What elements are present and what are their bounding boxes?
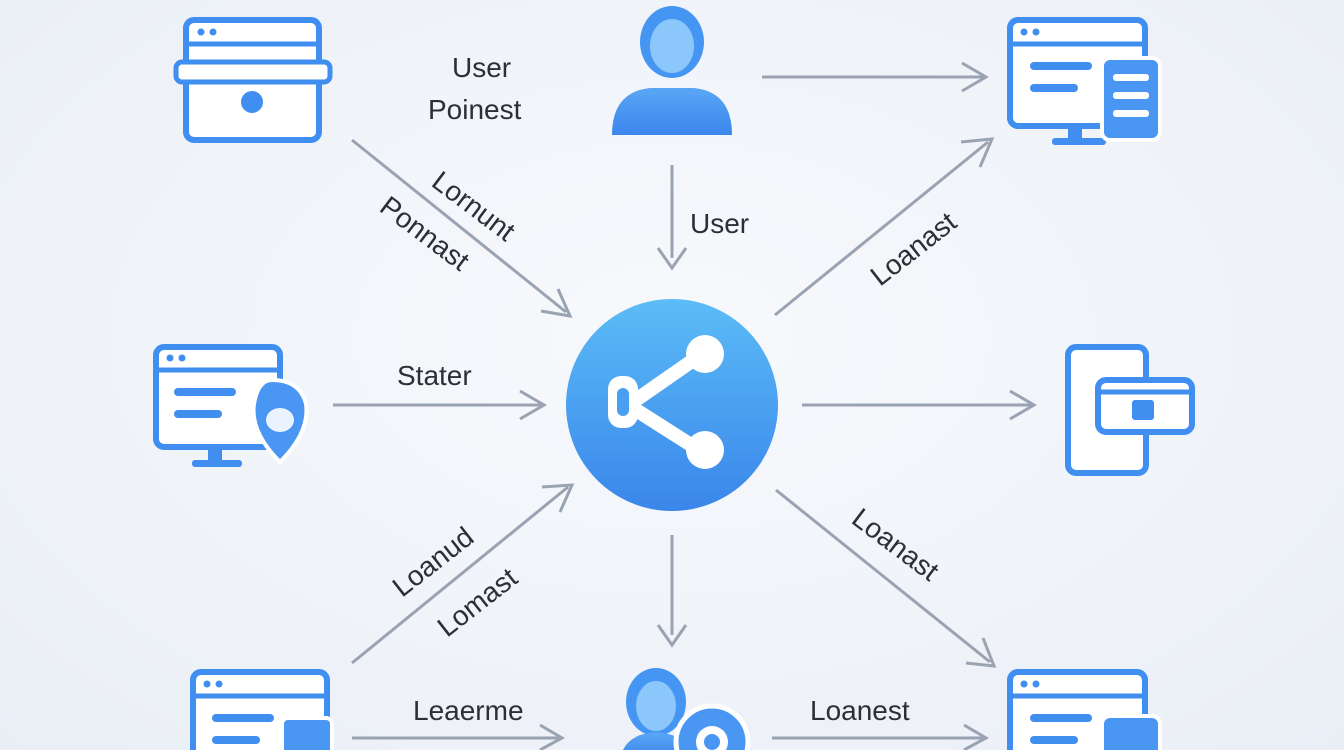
- browser-window-icon: [190, 669, 334, 750]
- user-avatar-icon: [623, 668, 751, 750]
- arrow-mid-left-to-hub: [333, 389, 547, 421]
- label-bottom-right: Loanest: [810, 695, 910, 726]
- label-top-user-2: Poinest: [428, 94, 522, 125]
- label-diag-tr: Loanast: [865, 206, 963, 292]
- arrow-hub-to-top-right: [774, 137, 995, 317]
- arrow-top-left-to-hub: [351, 138, 573, 318]
- arrow-hub-to-bottom-center: [656, 535, 688, 648]
- desktop-monitor-icon: [1007, 669, 1162, 750]
- arrow-hub-to-mid-right: [802, 389, 1037, 421]
- arrow-hub-to-bottom-right: [775, 488, 997, 668]
- desktop-monitor-icon: [1007, 17, 1162, 145]
- arrow-bottom-left-to-hub: [351, 483, 575, 665]
- tablet-card-icon: [1065, 344, 1195, 476]
- label-left-mid: Stater: [397, 360, 472, 391]
- label-top-user-1: User: [452, 52, 511, 83]
- arrow-top-center-to-hub: [656, 165, 688, 271]
- user-avatar-icon: [612, 6, 732, 135]
- browser-window-icon: [173, 17, 333, 143]
- arrow-bottom-center-to-bottom-right: [772, 723, 990, 750]
- label-center-top: User: [690, 208, 749, 239]
- arrow-bottom-left-to-bottom-center: [352, 723, 566, 750]
- label-diag-br: Loanast: [846, 502, 944, 587]
- arrow-top-center-to-top-right: [762, 61, 989, 93]
- share-hub-icon: [566, 299, 778, 511]
- monitor-with-shield-icon: [153, 344, 309, 467]
- label-diag-bl-2: Lomast: [432, 562, 524, 643]
- label-diag-bl-1: Loanud: [387, 521, 480, 603]
- label-bottom-left: Leaerme: [413, 695, 524, 726]
